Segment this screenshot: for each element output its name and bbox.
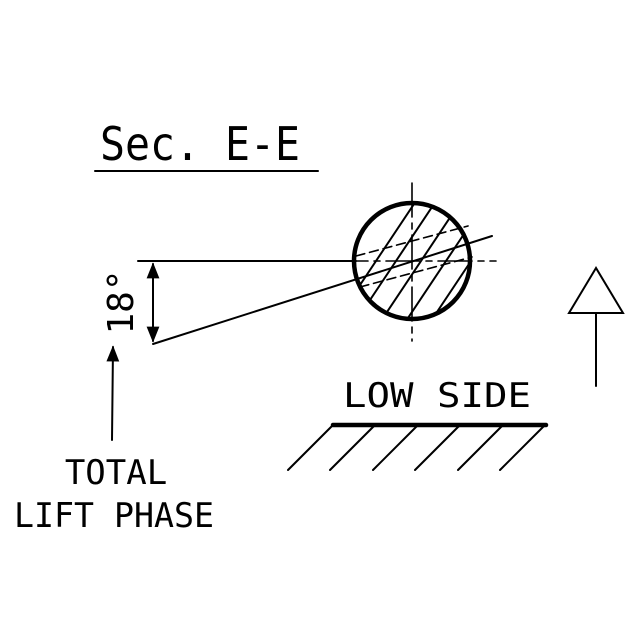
angle-inclined-line bbox=[152, 235, 493, 345]
angle-label: 18° bbox=[101, 269, 142, 334]
lift-phase-leader-arrow bbox=[106, 345, 120, 441]
section-title: Sec. E-E bbox=[100, 117, 300, 171]
low-side-label: LOW SIDE bbox=[343, 376, 531, 416]
ground-hatching bbox=[287, 424, 546, 471]
direction-arrow bbox=[567, 266, 625, 387]
lift-phase-label-line2: LIFT PHASE bbox=[14, 496, 214, 536]
lift-phase-label-line1: TOTAL bbox=[65, 453, 167, 493]
